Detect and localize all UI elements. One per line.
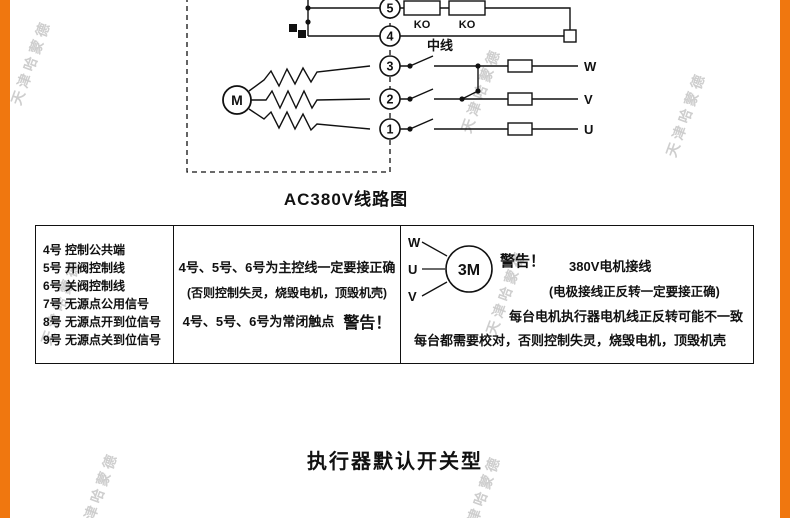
page-caption: 执行器默认开关型 bbox=[307, 451, 483, 473]
terminal-note: 4号 控制公共端 bbox=[43, 242, 126, 257]
circuit-diagram: M 5 4 3 2 1 KO KO 中线 W V U bbox=[186, 0, 597, 173]
actuator-dashed-enclosure bbox=[186, 0, 391, 173]
phase-label-v: V bbox=[408, 289, 417, 304]
fuses bbox=[507, 59, 533, 136]
warning-text: 警告！ bbox=[500, 253, 546, 270]
table-row: 4号 控制公共端 5号 开阀控制线 6号 关阀控制线 7号 无源点公用信号 8号… bbox=[35, 225, 754, 364]
terminal-note: 7号 无源点公用信号 bbox=[43, 296, 150, 311]
phase-label-u: U bbox=[408, 262, 417, 277]
terminal-note: 6号 关阀控制线 bbox=[43, 278, 126, 293]
relay-label: KO bbox=[459, 19, 476, 31]
terminal-number: 3 bbox=[387, 60, 394, 74]
control-note-line: 4号、5号、6号为主控线一定要接正确 bbox=[178, 259, 396, 275]
motor-leads bbox=[421, 241, 448, 297]
wire-labels: KO KO 中线 W V U bbox=[414, 19, 597, 137]
motor-3m-diagram: W U V 3M bbox=[408, 235, 493, 304]
left-accent-bar bbox=[0, 0, 10, 518]
neutral-line-label: 中线 bbox=[427, 38, 453, 53]
connection-dots bbox=[305, 5, 481, 132]
right-accent-bar bbox=[780, 0, 790, 518]
motor-note-line: 每台电机执行器电机线正反转可能不一致 bbox=[509, 309, 744, 324]
motor-symbol: M bbox=[222, 85, 252, 115]
control-note-cell: 4号、5号、6号为主控线一定要接正确 (否则控制失灵，烧毁电机，顶毁机壳) 4号… bbox=[173, 225, 401, 364]
terminal-number: 1 bbox=[387, 123, 394, 137]
motor-label: M bbox=[231, 92, 243, 108]
terminal-note: 9号 无源点关到位信号 bbox=[43, 332, 162, 347]
relay-label: KO bbox=[414, 19, 431, 31]
control-note-line: 4号、5号、6号为常闭触点 警告！ bbox=[183, 309, 392, 333]
motor-note-line: (电极接线正反转一定要接正确) bbox=[549, 285, 720, 299]
terminal-notes-list: 4号 控制公共端 5号 开阀控制线 6号 关阀控制线 7号 无源点公用信号 8号… bbox=[36, 227, 173, 363]
motor-note-line: 380V电机接线 bbox=[569, 259, 652, 274]
terminal-circles: 5 4 3 2 1 bbox=[379, 0, 401, 140]
control-note-text: 4号、5号、6号为常闭触点 bbox=[182, 314, 335, 329]
phase-label-v: V bbox=[584, 92, 593, 107]
spec-table: 4号 控制公共端 5号 开阀控制线 6号 关阀控制线 7号 无源点公用信号 8号… bbox=[35, 225, 754, 364]
motor-note-line: 每台都需要校对，否则控制失灵，烧毁电机，顶毁机壳 bbox=[414, 333, 727, 348]
terminal-number: 2 bbox=[387, 93, 394, 107]
cable-clamps bbox=[289, 24, 306, 38]
motor-note-cell: W U V 3M 警告！ 380V电机接线 (电极接线正反转一定要接正确) 每台… bbox=[400, 225, 754, 364]
terminal-number: 4 bbox=[387, 30, 394, 44]
terminal-notes-cell: 4号 控制公共端 5号 开阀控制线 6号 关阀控制线 7号 无源点公用信号 8号… bbox=[35, 225, 174, 364]
phase-label-u: U bbox=[584, 122, 593, 137]
terminal-note: 5号 开阀控制线 bbox=[43, 260, 126, 275]
control-note: 4号、5号、6号为主控线一定要接正确 (否则控制失灵，烧毁电机，顶毁机壳) 4号… bbox=[174, 227, 400, 363]
motor-3m-label: 3M bbox=[458, 262, 480, 279]
relay-coils bbox=[403, 0, 486, 16]
control-note-line: (否则控制失灵，烧毁电机，顶毁机壳) bbox=[187, 285, 387, 300]
warning-text: 警告！ bbox=[343, 314, 392, 332]
terminal-number: 5 bbox=[387, 2, 394, 16]
terminal-note: 8号 无源点开到位信号 bbox=[43, 314, 162, 329]
diagram-title: AC380V线路图 bbox=[283, 190, 409, 209]
phase-label-w: W bbox=[584, 59, 597, 74]
motor-circle bbox=[445, 245, 493, 293]
terminal-block-connector bbox=[563, 29, 577, 43]
phase-label-w: W bbox=[408, 235, 421, 250]
